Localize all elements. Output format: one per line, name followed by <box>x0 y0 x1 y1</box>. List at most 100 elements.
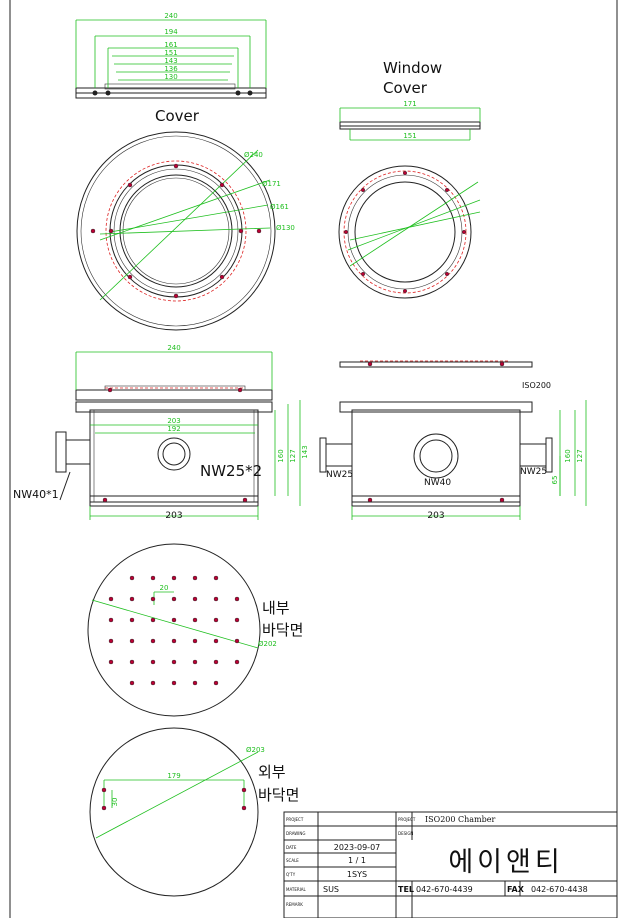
tb-fax-value: 042-670-4438 <box>531 885 588 894</box>
bottom-hole <box>150 638 156 644</box>
bottom-hole <box>129 680 135 686</box>
dim-cover-194: 194 <box>164 28 178 36</box>
dim-cover-240: 240 <box>164 12 177 20</box>
bottom-hole <box>129 638 135 644</box>
tb-date-value: 2023-09-07 <box>334 843 381 852</box>
nw25-right-label: NW25 <box>520 467 547 477</box>
bottom-hole <box>234 659 240 665</box>
tb-tel-label: TEL <box>398 885 414 894</box>
nw40-1-label: NW40*1 <box>13 488 59 501</box>
dim-body-192: 192 <box>167 425 180 433</box>
tb-material-label: MATERIAL <box>286 887 307 892</box>
nw25-2-label: NW25*2 <box>200 462 262 480</box>
bottom-hole <box>213 596 219 602</box>
bottom-hole <box>213 680 219 686</box>
outer-bottom-plate: 179 30 Ø203 <box>89 727 265 897</box>
bottom-hole <box>150 680 156 686</box>
bottom-hole <box>192 638 198 644</box>
dim-cover-143: 143 <box>164 57 177 65</box>
cover-plan-view: Ø240 Ø171 Ø161 Ø130 <box>76 131 295 331</box>
dim-cover-161: 161 <box>164 41 177 49</box>
window-cover-label-2: Cover <box>383 79 428 97</box>
bottom-hole <box>171 680 177 686</box>
dim-body-127: 127 <box>289 449 297 462</box>
tb-remark-label: REMARK <box>286 902 303 907</box>
dim-side-65: 65 <box>551 476 559 485</box>
bottom-hole <box>171 638 177 644</box>
nw25-left-label: NW25 <box>326 470 353 480</box>
dim-body-bottom-203: 203 <box>165 511 182 521</box>
iso200-label: ISO200 <box>522 381 551 390</box>
tb-material-value: SUS <box>323 885 339 894</box>
tb-company-name: 에이앤티 <box>448 847 563 878</box>
bottom-hole <box>192 596 198 602</box>
bottom-hole <box>129 617 135 623</box>
tb-scale-label: SCALE <box>286 858 299 863</box>
bottom-hole <box>234 596 240 602</box>
bottom-hole <box>213 575 219 581</box>
bottom-hole <box>171 659 177 665</box>
bottom-hole <box>108 638 114 644</box>
chamber-side-view: 203 160 127 65 <box>319 360 587 521</box>
dim-side-127: 127 <box>576 449 584 462</box>
bottom-hole <box>129 659 135 665</box>
bottom-hole <box>213 617 219 623</box>
tb-scale-value: 1 / 1 <box>348 856 366 865</box>
dim-phi171: Ø171 <box>262 180 281 188</box>
tb-designer-label: DESIGN <box>398 831 413 836</box>
bottom-hole <box>213 638 219 644</box>
tb-project-value: ISO200 Chamber <box>425 815 495 824</box>
bottom-hole <box>108 617 114 623</box>
inner-bottom-label-2: 바닥면 <box>262 621 303 639</box>
bottom-hole <box>150 575 156 581</box>
dim-side-160: 160 <box>564 449 572 462</box>
bottom-hole <box>129 596 135 602</box>
dim-side-203: 203 <box>427 511 444 521</box>
dim-body-240: 240 <box>167 344 180 352</box>
window-cover-label-1: Window <box>383 59 442 77</box>
tb-project-label-2: PROJECT <box>398 817 416 822</box>
dim-cover-151: 151 <box>164 49 177 57</box>
chamber-front-view: 240 203 192 160 127 143 203 <box>55 344 309 521</box>
dim-win-171: 171 <box>403 100 416 108</box>
bottom-hole <box>171 596 177 602</box>
dim-phi240: Ø240 <box>244 151 263 159</box>
inner-bottom-plate: 20 Ø202 <box>87 543 277 717</box>
bottom-hole <box>129 575 135 581</box>
dim-phi130: Ø130 <box>276 224 295 232</box>
outer-bottom-label-1: 외부 <box>258 763 286 781</box>
dim-inner-20: 20 <box>160 584 169 592</box>
dim-inner-phi202: Ø202 <box>258 640 277 648</box>
cover-label: Cover <box>155 107 200 125</box>
bottom-hole <box>150 659 156 665</box>
inner-bottom-label-1: 내부 <box>262 599 290 617</box>
bottom-hole <box>171 617 177 623</box>
bottom-hole <box>213 659 219 665</box>
bottom-hole <box>171 575 177 581</box>
dim-outer-phi203: Ø203 <box>246 746 265 754</box>
dim-cover-130: 130 <box>164 73 177 81</box>
window-cover-side-view: 171 151 <box>339 100 481 141</box>
bottom-hole <box>192 680 198 686</box>
outer-bottom-label-2: 바닥면 <box>258 786 299 804</box>
dim-outer-179: 179 <box>167 772 180 780</box>
bottom-hole <box>192 659 198 665</box>
tb-qty-label: Q'TY <box>286 872 296 877</box>
dim-phi161: Ø161 <box>270 203 289 211</box>
dim-body-203: 203 <box>167 417 180 425</box>
tb-drawing-label: DRAWING <box>286 831 305 836</box>
bottom-hole <box>150 617 156 623</box>
title-block: PROJECT PROJECT ISO200 Chamber DRAWING D… <box>283 811 618 918</box>
nw40-label: NW40 <box>424 478 451 488</box>
tb-project-label: PROJECT <box>286 817 304 822</box>
bottom-hole <box>234 617 240 623</box>
bottom-hole <box>192 575 198 581</box>
bottom-hole <box>234 638 240 644</box>
bottom-hole <box>192 617 198 623</box>
cover-side-view: 240 194 161 151 143 136 130 <box>75 12 267 99</box>
dim-body-160: 160 <box>277 449 285 462</box>
tb-tel-value: 042-670-4439 <box>416 885 473 894</box>
dim-body-143: 143 <box>301 445 309 458</box>
bottom-hole <box>150 596 156 602</box>
